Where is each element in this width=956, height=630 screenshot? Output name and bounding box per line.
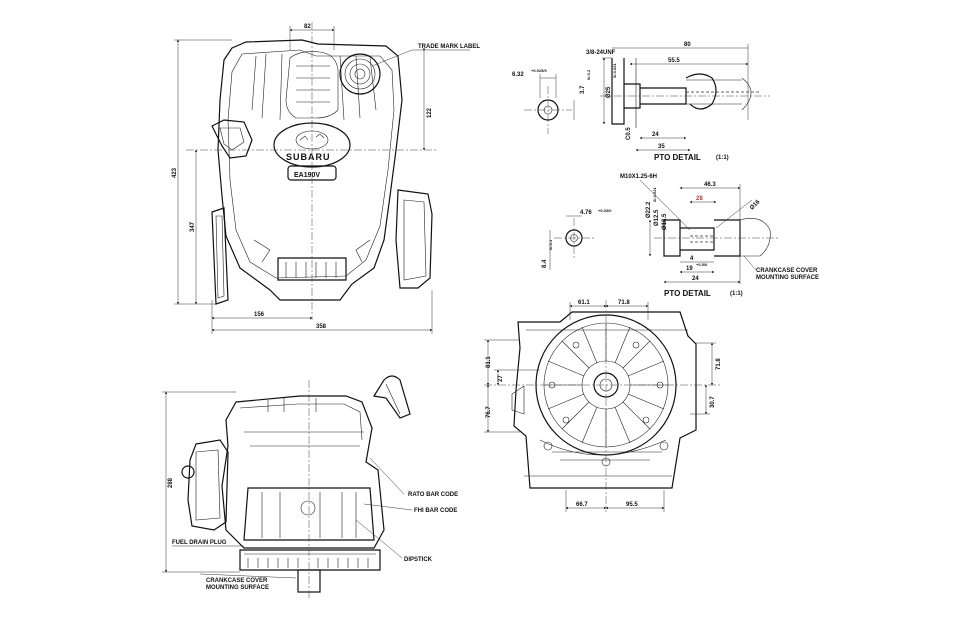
dim-4: 4 [690, 256, 694, 262]
dim-82: 82 [304, 24, 311, 30]
dim-55-5: 55.5 [668, 58, 680, 64]
dim-dia25: Ø25 [606, 86, 612, 98]
pto-detail-2-scale: (1:1) [730, 291, 743, 297]
dim-80: 80 [684, 42, 691, 48]
pto-detail-1-scale: (1:1) [716, 155, 729, 161]
crankcase-label-top-1: CRANKCASE COVER [756, 268, 818, 274]
dim-4-76: 4.76 [580, 210, 592, 216]
dim-dia22-2: Ø22.2 [646, 201, 652, 218]
dim-24-a: 24 [652, 132, 659, 138]
bottom-view: 61.1 71.8 81.1 27 76.7 71.8 30.7 66.7 95… [484, 300, 722, 512]
dim-66-7: 66.7 [576, 502, 588, 508]
dim-122: 122 [427, 107, 433, 118]
dim-35: 35 [658, 144, 665, 150]
thread-3-8-24unf: 3/8-24UNF [586, 50, 616, 56]
dim-3-7: 3.7 [580, 85, 586, 94]
dim-dia12-5: Ø12.5 [654, 209, 660, 226]
dim-dia22-2-tol: 0/-0.021 [652, 187, 657, 202]
trade-mark-label: TRADE MARK LABEL [418, 44, 480, 50]
dim-28: 28 [696, 196, 703, 202]
pto-detail-1-title: PTO DETAIL [654, 153, 701, 162]
dim-71-8-top: 71.8 [618, 300, 630, 306]
dim-71-8-right: 71.8 [716, 358, 722, 370]
rato-bar-code: RATO BAR CODE [408, 492, 458, 498]
dim-27: 27 [498, 375, 504, 382]
dim-8-4: 8.4 [542, 259, 548, 268]
model-text: EA190V [294, 172, 320, 179]
crankcase-label-top-2: MOUNTING SURFACE [756, 275, 819, 281]
dim-423: 423 [172, 167, 178, 178]
crankcase-label-side-2: MOUNTING SURFACE [206, 585, 269, 591]
dim-24-b: 24 [692, 276, 699, 282]
pto-detail-2-title: PTO DETAIL [664, 289, 711, 298]
fuel-drain-plug-label: FUEL DRAIN PLUG [172, 540, 227, 546]
fhi-bar-code: FHI BAR CODE [414, 508, 457, 514]
dim-dia25-tol: 0/-0.021 [612, 63, 617, 78]
dim-76-7: 76.7 [486, 406, 492, 418]
side-view: 288 RATO BAR CODE FHI BAR CODE DIPSTICK … [162, 375, 458, 600]
dim-3-7-tol: 0/-0.2 [586, 69, 591, 80]
pto-detail-1: 6.32 +0.025/0 3.7 0/-0.2 80 55.5 3/8-24U… [512, 42, 770, 162]
pto-detail-2: 4.76 +0.03/0 8.4 0/-0.1 46.3 28 Ø16 M10X… [542, 174, 819, 298]
dim-95-5: 95.5 [626, 502, 638, 508]
thread-m10: M10X1.25-6H [620, 174, 657, 180]
dim-19-tol: +0.5/0 [696, 262, 708, 267]
dim-dia18-5: Ø18.5 [662, 213, 668, 230]
dim-81-1: 81.1 [486, 356, 492, 368]
dim-61-1: 61.1 [578, 300, 590, 306]
front-view: SUBARU EA190V 82 122 423 347 156 [172, 22, 480, 334]
dim-8-4-tol: 0/-0.1 [548, 239, 553, 250]
dim-156: 156 [254, 312, 265, 318]
dim-19: 19 [686, 266, 693, 272]
dim-347: 347 [190, 221, 196, 232]
dim-46-3: 46.3 [704, 182, 716, 188]
dipstick-label: DIPSTICK [404, 557, 433, 563]
dim-30-7: 30.7 [710, 396, 716, 408]
dim-6-32: 6.32 [512, 72, 524, 78]
crankcase-label-side-1: CRANKCASE COVER [206, 578, 268, 584]
dim-4-76-tol: +0.03/0 [598, 208, 612, 213]
dim-6-32-tol: +0.025/0 [531, 68, 547, 73]
brand-text: SUBARU [286, 152, 331, 162]
dim-288: 288 [168, 477, 174, 488]
dim-c0-5: C0.5 [626, 127, 632, 140]
dim-358: 358 [316, 324, 327, 330]
